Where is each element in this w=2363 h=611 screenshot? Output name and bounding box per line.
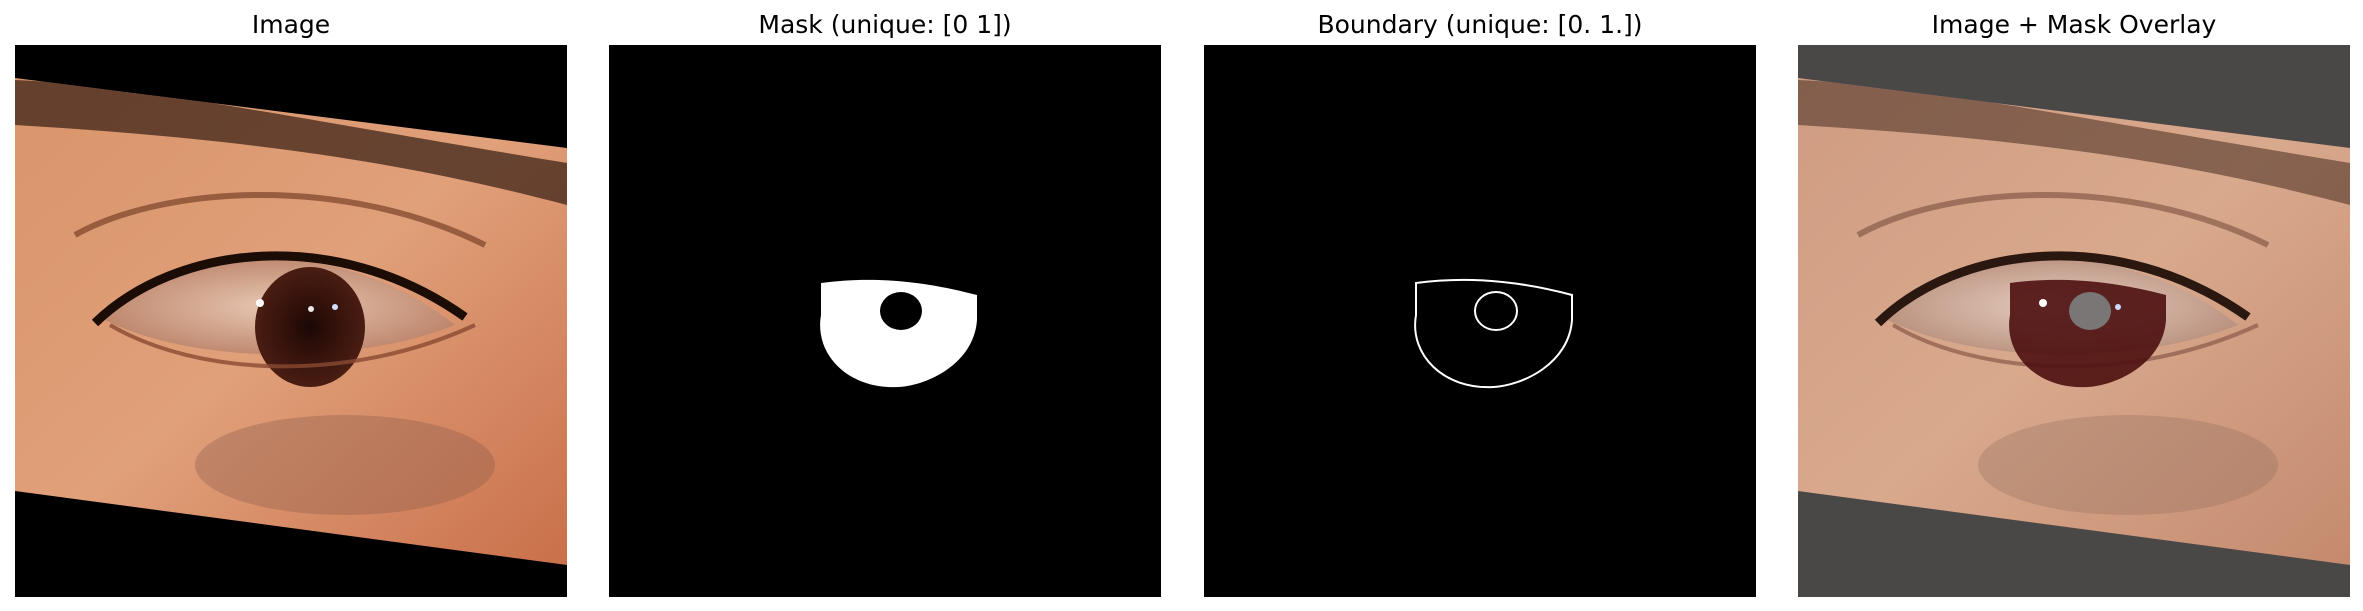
- panel-mask: Mask (unique: [0 1]): [609, 0, 1161, 611]
- panel-title-image: Image: [251, 10, 331, 39]
- overlay-image-svg: [1798, 45, 2350, 597]
- panel-title-overlay: Image + Mask Overlay: [1931, 10, 2217, 39]
- eye-photo-svg: [15, 45, 567, 597]
- mask-image: [609, 45, 1161, 597]
- panel-image: Image: [15, 0, 567, 611]
- eye-photo: [15, 45, 567, 597]
- mask-pupil-hole: [880, 292, 922, 330]
- panel-boundary: Boundary (unique: [0. 1.]): [1204, 0, 1756, 611]
- boundary-image: [1204, 45, 1756, 597]
- mask-image-svg: [609, 45, 1161, 597]
- panel-title-mask: Mask (unique: [0 1]): [758, 10, 1012, 39]
- boundary-inner: [1474, 291, 1518, 331]
- overlay-mask-region: [2009, 279, 2166, 388]
- panel-overlay: Image + Mask Overlay: [1798, 0, 2350, 611]
- panel-title-boundary: Boundary (unique: [0. 1.]): [1317, 10, 1643, 39]
- overlay-image: [1798, 45, 2350, 597]
- overlay-pupil: [2069, 292, 2111, 330]
- boundary-outer: [1414, 278, 1573, 389]
- mask-region: [820, 279, 977, 388]
- boundary-image-svg: [1204, 45, 1756, 597]
